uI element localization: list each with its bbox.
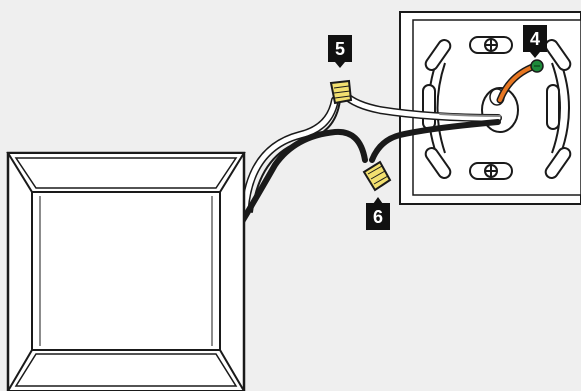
screw-bottom [469, 162, 513, 180]
black-wire-nut [362, 160, 392, 192]
black-cable [237, 113, 501, 228]
screw-top [469, 36, 513, 54]
white-wire-nut [329, 79, 353, 105]
callout-4-label: 4 [530, 29, 540, 49]
callout-5-label: 5 [335, 39, 345, 59]
electrical-box [399, 11, 581, 205]
callout-6: 6 [366, 197, 390, 230]
callout-4: 4 [523, 25, 547, 58]
callout-5: 5 [328, 35, 352, 68]
callout-6-label: 6 [373, 207, 383, 227]
ground-wire [496, 59, 544, 104]
light-fixture [6, 151, 246, 391]
